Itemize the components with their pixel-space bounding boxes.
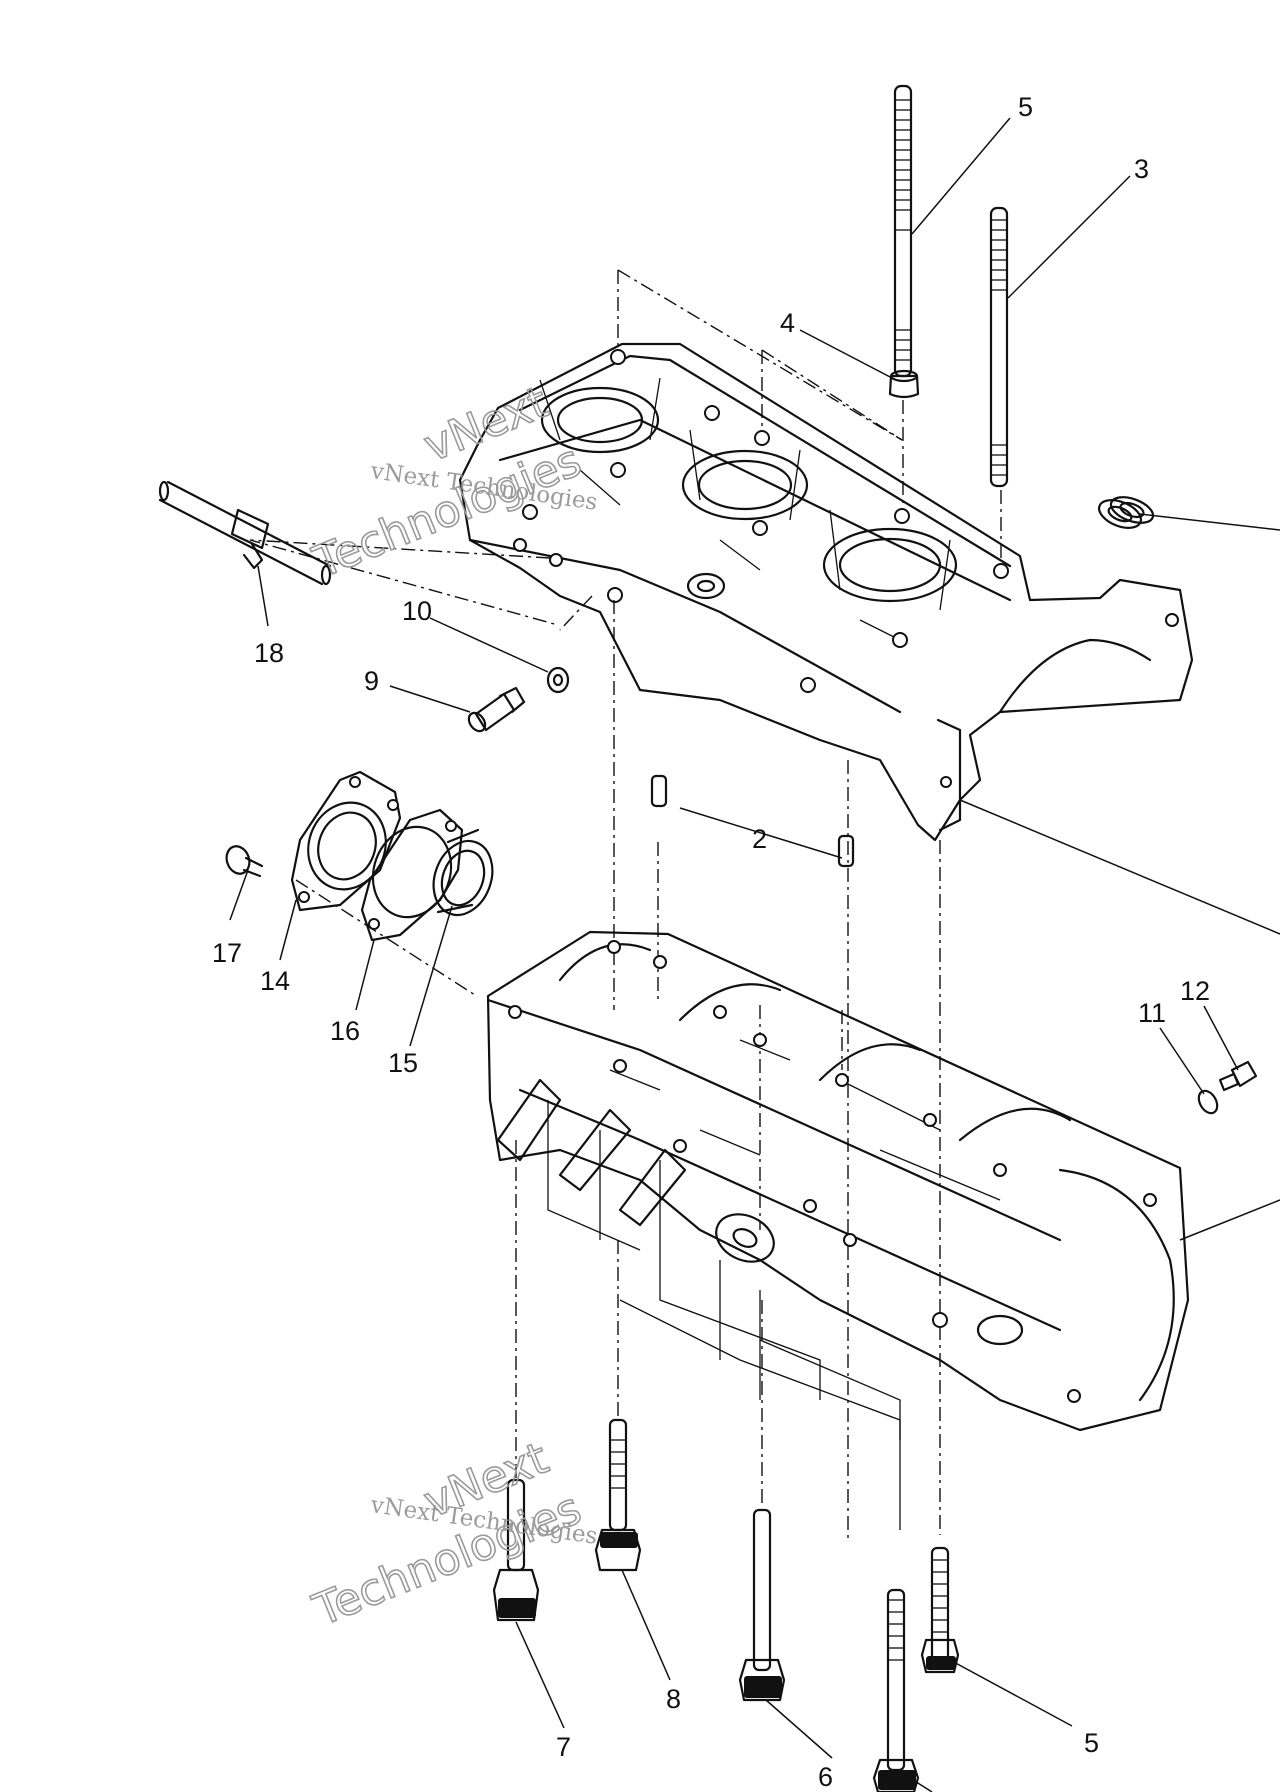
- callout-3: 3: [1134, 154, 1149, 184]
- fitting-9: [467, 686, 526, 733]
- washer-10: [546, 666, 570, 694]
- callout-5: 5: [1018, 92, 1033, 122]
- stud-long-top: [893, 84, 913, 378]
- seal-plate-14: [290, 770, 402, 912]
- bolt-8: [594, 1418, 642, 1572]
- callout-18: 18: [254, 638, 284, 668]
- grommet-1: [1098, 499, 1142, 529]
- stud-5-bottom: [920, 1546, 960, 1674]
- callout-9: 9: [364, 666, 379, 696]
- callout-10: 10: [402, 596, 432, 626]
- dowel-pin-2b: [837, 834, 855, 868]
- nut-4: [888, 369, 920, 399]
- watermark-bottom: vNext vNext Technologies Technologies: [305, 1432, 599, 1637]
- dowel-pin-2a: [650, 774, 668, 808]
- callout-16: 16: [330, 1016, 360, 1046]
- upper-crankcase: [458, 342, 1194, 842]
- callout-labels: 5 3 4 2 10 9 18 17 14 16 15 11 12 7 8 6 …: [212, 92, 1210, 1792]
- oil-seal-15: [432, 828, 494, 917]
- callout-7: 7: [556, 1732, 571, 1762]
- plug-12: [1218, 1060, 1258, 1092]
- hose-18: [158, 480, 332, 586]
- stud-3: [989, 206, 1009, 488]
- leader-lines: [229, 117, 1280, 1792]
- bolt-6: [738, 1508, 786, 1702]
- callout-17: 17: [212, 938, 242, 968]
- lower-crankcase: [486, 930, 1190, 1530]
- callout-2: 2: [752, 824, 767, 854]
- callout-14: 14: [260, 966, 290, 996]
- callout-5-bottom: 5: [1084, 1728, 1099, 1758]
- bolt-long: [872, 1588, 920, 1792]
- washer-11: [1197, 1089, 1219, 1115]
- callout-6: 6: [818, 1762, 833, 1792]
- screw-17: [225, 845, 264, 878]
- callout-15: 15: [388, 1048, 418, 1078]
- bolt-7: [492, 1478, 540, 1622]
- callout-8: 8: [666, 1684, 681, 1714]
- callout-12: 12: [1180, 976, 1210, 1006]
- callout-4: 4: [780, 308, 795, 338]
- callout-11: 11: [1138, 998, 1166, 1028]
